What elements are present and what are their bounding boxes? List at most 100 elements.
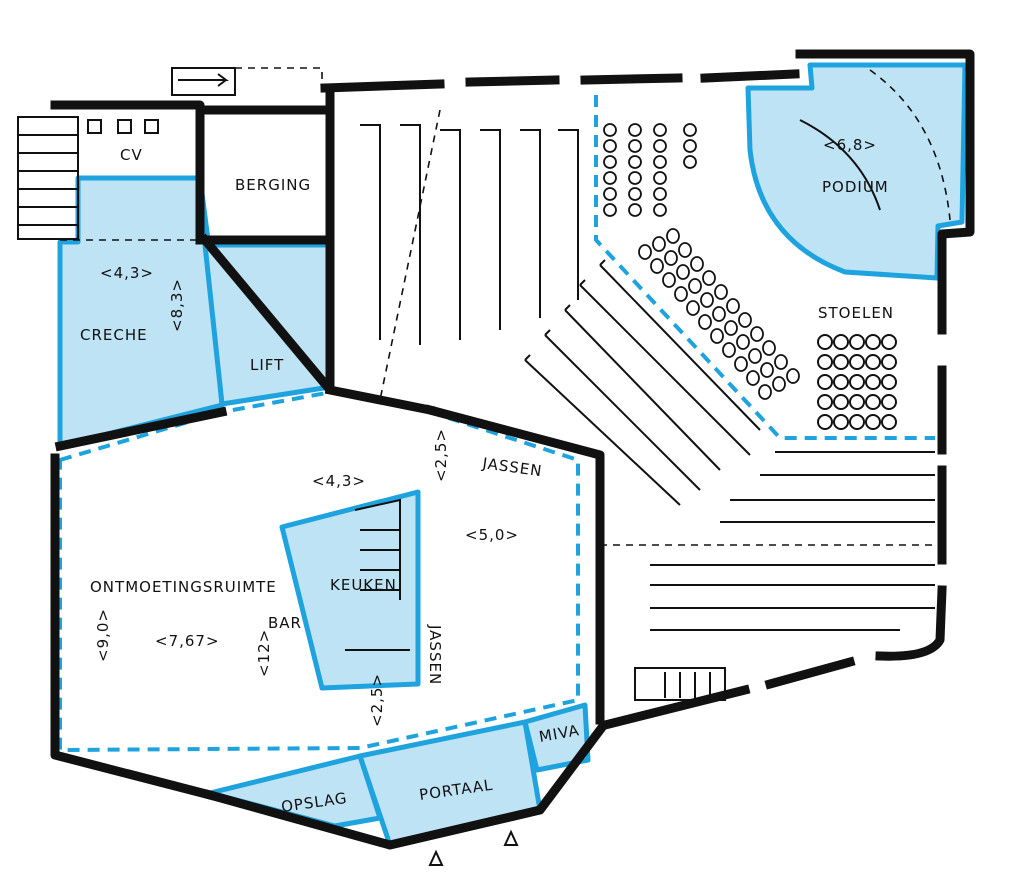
chair bbox=[849, 334, 865, 350]
chair bbox=[653, 155, 667, 169]
south-wall bbox=[204, 723, 607, 850]
north-wall bbox=[320, 69, 800, 93]
chair bbox=[700, 292, 714, 308]
label-dim-767: <7,67> bbox=[155, 632, 220, 650]
chair bbox=[774, 354, 788, 370]
chair bbox=[603, 155, 617, 169]
auditorium-seating-boundary bbox=[594, 95, 935, 440]
chair bbox=[603, 139, 617, 153]
chair bbox=[688, 278, 702, 294]
keuken-stairs bbox=[354, 498, 401, 600]
chair bbox=[653, 171, 667, 185]
cv-stairs bbox=[17, 116, 79, 240]
chair bbox=[849, 414, 865, 430]
miva-zone bbox=[522, 702, 591, 773]
stoelen-chairs bbox=[817, 334, 897, 430]
chair bbox=[653, 187, 667, 201]
chair bbox=[881, 394, 897, 410]
chair bbox=[865, 394, 881, 410]
label-creche-dim-h: <8,3> bbox=[168, 278, 186, 332]
chair bbox=[817, 334, 833, 350]
chair bbox=[603, 187, 617, 201]
chair bbox=[865, 354, 881, 370]
chair bbox=[833, 414, 849, 430]
chair bbox=[603, 203, 617, 217]
chair bbox=[638, 244, 652, 260]
chair bbox=[678, 242, 692, 258]
chair bbox=[881, 354, 897, 370]
entrance-marker-1 bbox=[428, 849, 444, 866]
chair bbox=[650, 258, 664, 274]
chair bbox=[628, 155, 642, 169]
pew-rows-top bbox=[360, 124, 579, 345]
chair bbox=[652, 236, 666, 252]
cv-unit-3 bbox=[144, 119, 159, 134]
label-berging: BERGING bbox=[235, 176, 311, 194]
inner-core-walls bbox=[198, 85, 605, 725]
cv-unit-1 bbox=[87, 119, 102, 134]
chair bbox=[628, 139, 642, 153]
chair bbox=[714, 284, 728, 300]
label-dim-25-bottom: <2,5> bbox=[368, 673, 386, 727]
label-podium: PODIUM bbox=[822, 178, 889, 196]
label-jassen-top: JASSEN bbox=[480, 454, 543, 480]
chair bbox=[653, 139, 667, 153]
label-creche-dim-w: <4,3> bbox=[100, 264, 154, 282]
label-keuken: KEUKEN bbox=[330, 576, 397, 594]
chair bbox=[817, 394, 833, 410]
chair bbox=[881, 374, 897, 390]
chair bbox=[736, 334, 750, 350]
chair bbox=[726, 298, 740, 314]
label-cv: CV bbox=[120, 146, 143, 164]
chair bbox=[758, 384, 772, 400]
chair bbox=[746, 370, 760, 386]
label-dim-25-top: <2,5> bbox=[432, 428, 450, 482]
label-dim-90: <9,0> bbox=[94, 608, 112, 662]
label-dim-43: <4,3> bbox=[312, 472, 366, 490]
chair bbox=[676, 264, 690, 280]
label-lift: LIFT bbox=[250, 356, 284, 374]
chair bbox=[760, 362, 774, 378]
label-dim-50: <5,0> bbox=[465, 526, 519, 544]
entrance-arrow-top bbox=[171, 67, 236, 96]
chair bbox=[698, 314, 712, 330]
chair bbox=[881, 414, 897, 430]
chair bbox=[603, 123, 617, 137]
label-creche: CRECHE bbox=[80, 326, 148, 344]
chair bbox=[712, 306, 726, 322]
chair bbox=[833, 394, 849, 410]
chair bbox=[833, 354, 849, 370]
chair bbox=[849, 374, 865, 390]
label-bar: BAR bbox=[268, 614, 302, 632]
chair bbox=[662, 272, 676, 288]
chair bbox=[653, 203, 667, 217]
chair bbox=[849, 394, 865, 410]
entrance-marker-2 bbox=[503, 829, 519, 846]
small-stair bbox=[634, 667, 726, 701]
chair bbox=[690, 256, 704, 272]
chair bbox=[786, 368, 800, 384]
chair bbox=[710, 328, 724, 344]
chair bbox=[664, 250, 678, 266]
chair bbox=[628, 203, 642, 217]
chair bbox=[683, 123, 697, 137]
chair bbox=[683, 155, 697, 169]
label-jassen-side: JASSEN bbox=[426, 624, 444, 685]
chair bbox=[865, 334, 881, 350]
chair bbox=[833, 334, 849, 350]
chair bbox=[628, 171, 642, 185]
chair bbox=[833, 374, 849, 390]
label-stoelen: STOELEN bbox=[818, 304, 894, 322]
loose-chairs bbox=[603, 123, 800, 400]
mid-wall bbox=[54, 406, 228, 452]
chair bbox=[817, 414, 833, 430]
label-podium-dim: <6,8> bbox=[823, 136, 877, 154]
chair bbox=[865, 414, 881, 430]
chair bbox=[683, 139, 697, 153]
chair bbox=[750, 326, 764, 342]
hall-boundary bbox=[58, 389, 580, 753]
chair bbox=[702, 270, 716, 286]
chair bbox=[881, 334, 897, 350]
